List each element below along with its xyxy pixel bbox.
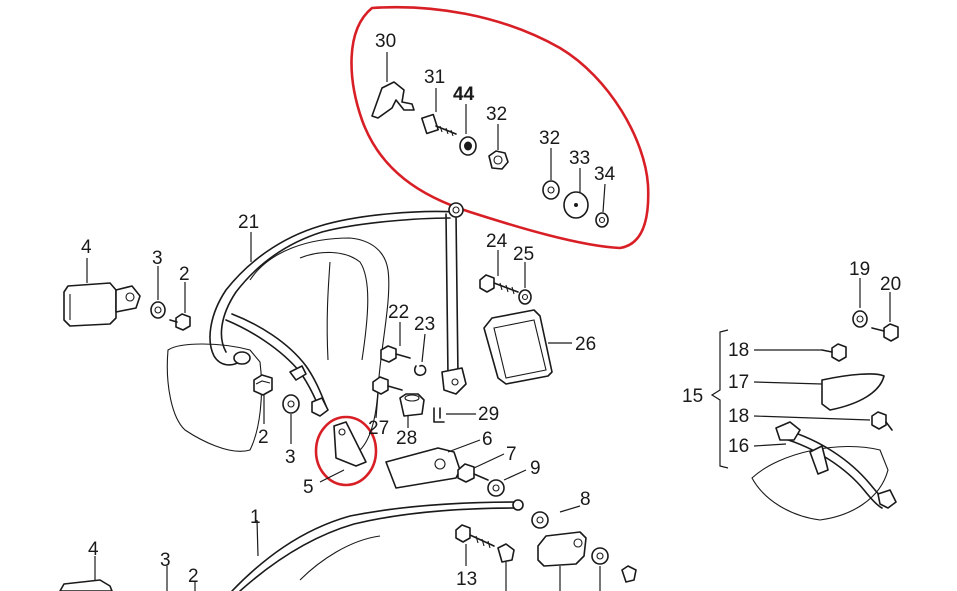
buckle-plate-part — [385, 447, 461, 489]
callout-3-bottom: 3 — [160, 550, 171, 571]
washer-part — [542, 180, 560, 200]
washer-part — [518, 289, 532, 305]
callout-15: 15 — [682, 386, 703, 407]
callout-13: 13 — [456, 569, 477, 590]
bolt-part — [169, 313, 191, 331]
bolt-part — [455, 524, 495, 549]
bolt-part — [479, 274, 519, 295]
callout-3-top: 3 — [152, 248, 163, 269]
bolt-part — [871, 411, 893, 431]
callout-5: 5 — [303, 477, 314, 498]
callout-31: 31 — [424, 67, 445, 88]
spacer-part — [459, 136, 477, 156]
shoulder-belt-part — [209, 210, 457, 366]
callout-33: 33 — [569, 148, 590, 169]
highlight-loop-hardware — [350, 5, 650, 250]
highlight-buckle-bracket — [314, 415, 378, 487]
cap-part — [621, 565, 637, 583]
callout-4-top: 4 — [81, 237, 92, 258]
bolt-part — [421, 113, 457, 137]
sleeve-part — [399, 393, 425, 417]
callout-20: 20 — [880, 274, 901, 295]
washer-part — [487, 479, 505, 497]
callout-24: 24 — [486, 231, 508, 252]
nut-part — [488, 150, 509, 170]
callout-29: 29 — [478, 404, 499, 425]
bolt-part — [380, 345, 411, 363]
callout-23: 23 — [414, 314, 435, 335]
callout-44: 44 — [453, 84, 475, 105]
clip-part — [433, 407, 445, 423]
cover-plate-part — [483, 309, 553, 385]
callout-26: 26 — [575, 334, 596, 355]
callout-4-bottom: 4 — [88, 539, 99, 560]
callout-3-mid: 3 — [285, 447, 296, 468]
large-washer-part — [563, 191, 589, 219]
callout-19: 19 — [849, 259, 870, 280]
seat-cushion-outline — [751, 445, 889, 521]
callout-32-nut: 32 — [486, 104, 507, 125]
callout-6: 6 — [482, 429, 493, 450]
trim-cover-part — [821, 373, 885, 411]
callout-7: 7 — [506, 444, 517, 465]
seat-cushion-outline — [166, 343, 263, 452]
washer-part — [531, 511, 549, 529]
callout-2-bottom: 2 — [188, 566, 199, 587]
callout-28: 28 — [396, 428, 417, 449]
bolt-part — [253, 374, 273, 396]
callout-25: 25 — [513, 244, 534, 265]
buckle-bracket-part — [333, 421, 367, 467]
bolt-part — [372, 376, 403, 395]
callout-9: 9 — [530, 458, 541, 479]
buckle-part — [63, 282, 141, 327]
callout-18-bottom: 18 — [728, 406, 749, 427]
callout-22: 22 — [388, 302, 409, 323]
rear-belt-part — [775, 421, 897, 509]
callout-30: 30 — [375, 31, 396, 52]
callout-2-top: 2 — [179, 264, 190, 285]
callout-8: 8 — [580, 489, 591, 510]
group-bracket — [710, 329, 729, 469]
bolt-part — [457, 463, 489, 483]
callout-17: 17 — [728, 372, 749, 393]
callout-18-top: 18 — [728, 340, 749, 361]
guide-bracket-part — [371, 81, 415, 119]
washer-part — [852, 310, 868, 328]
cover-plate-part — [537, 531, 587, 567]
seat-back-outline — [249, 237, 390, 451]
bolt-part — [821, 343, 847, 362]
lap-belt-part — [231, 501, 517, 591]
washer-part — [150, 301, 166, 319]
callout-32-washer: 32 — [539, 128, 560, 149]
callout-16: 16 — [728, 436, 749, 457]
bolt-part — [871, 323, 899, 342]
callout-1: 1 — [250, 507, 261, 528]
callout-21: 21 — [238, 212, 259, 233]
callout-27: 27 — [368, 418, 389, 439]
callout-2-mid: 2 — [258, 427, 269, 448]
washer-part — [282, 394, 300, 414]
callout-34: 34 — [594, 164, 616, 185]
cap-part — [595, 212, 609, 228]
clip-part — [497, 543, 515, 563]
buckle-part — [59, 579, 113, 591]
washer-part — [591, 547, 609, 565]
